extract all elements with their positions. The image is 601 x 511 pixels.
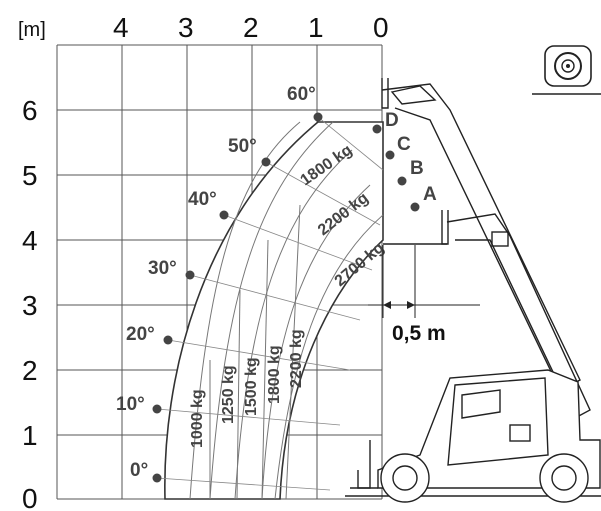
angle-label-40: 40° [188,189,217,210]
point-b [397,176,407,186]
load-zone-verticals [209,204,301,500]
point-d [372,124,382,134]
y-tick-2: 2 [22,355,38,386]
x-tick-2: 2 [243,12,259,43]
angle-point-30 [185,270,195,280]
x-tick-0: 0 [373,12,389,43]
angle-point-60 [313,112,323,122]
angle-label-60: 60° [287,84,316,105]
angle-label-10: 10° [116,394,145,415]
axis-unit-label: [m] [18,19,46,41]
load-label-1250: 1250 kg [220,365,237,424]
y-tick-0: 0 [22,483,38,511]
point-c [385,150,395,160]
angle-label-0: 0° [130,460,148,481]
angle-label-50: 50° [228,136,257,157]
point-a [410,202,420,212]
load-label-1500: 1500 kg [243,357,260,416]
angle-markers [152,112,323,483]
load-label-1000: 1000 kg [189,389,206,448]
angle-point-0 [152,473,162,483]
y-tick-1: 1 [22,420,38,451]
angle-label-20: 20° [126,324,155,345]
dimension-label: 0,5 m [392,322,446,345]
dimension-marker [368,245,480,318]
angle-rays [156,116,384,491]
point-label-c: C [397,134,411,155]
y-tick-5: 5 [22,160,38,191]
load-zone-arcs [189,121,384,500]
point-label-d: D [385,110,399,131]
load-label-2200-vert: 2200 kg [288,329,305,388]
y-tick-3: 3 [22,290,38,321]
y-tick-4: 4 [22,225,38,256]
tyre-icon [532,45,601,95]
x-tick-1: 1 [308,12,324,43]
point-label-a: A [423,184,437,205]
x-tick-4: 4 [113,12,129,43]
angle-point-10 [152,404,162,414]
point-label-b: B [410,158,424,179]
angle-point-50 [261,157,271,167]
angle-label-30: 30° [148,258,177,279]
angle-point-20 [163,335,173,345]
x-tick-3: 3 [178,12,194,43]
fork-points [372,124,420,212]
angle-point-40 [219,210,229,220]
telehandler-machine [345,78,601,503]
load-label-1800-vert: 1800 kg [266,345,283,404]
y-tick-6: 6 [22,95,38,126]
